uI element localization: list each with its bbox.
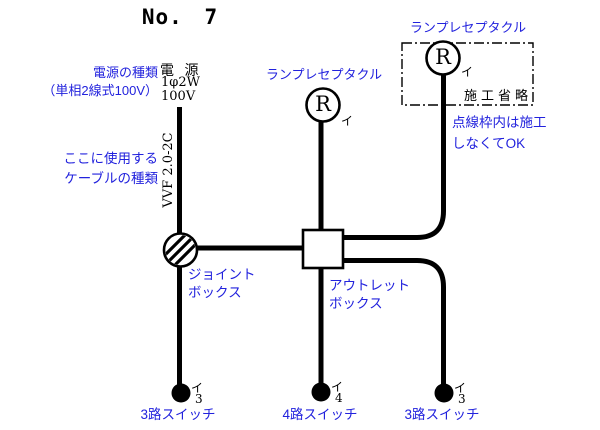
omission-text: 施工省略 <box>464 89 533 104</box>
lamp-center-label: ランプレセプタクル <box>265 67 383 82</box>
wire-outletbox-to-switch3 <box>343 258 446 386</box>
lamp-omitted-label: ランプレセプタクル <box>409 20 527 35</box>
switch1-dot <box>171 383 191 403</box>
outlet-box-label-line2: ボックス <box>329 296 383 311</box>
lamp-omitted-symbol <box>425 40 461 76</box>
cable-note-line2: ケーブルの種類 <box>64 170 158 186</box>
switch1-label: 3路スイッチ <box>140 407 216 422</box>
omission-dashed-frame <box>401 42 534 106</box>
omission-note-line2: しなくてOK <box>452 136 526 151</box>
cable-note: ここに使用する ケーブルの種類 <box>16 149 159 188</box>
switch2-dot <box>311 382 331 402</box>
switch3-phase: イ <box>454 381 467 395</box>
wire-outletbox-to-lamp-omitted <box>343 74 446 240</box>
page-title: No. 7 <box>141 5 219 29</box>
lamp-center-symbol <box>305 87 341 123</box>
outlet-box-symbol <box>301 228 345 270</box>
joint-box-label: ジョイント ボックス <box>188 266 256 302</box>
outlet-box-label: アウトレット ボックス <box>329 277 410 313</box>
power-source-note: 電源の種類 （単相2線式100V） <box>16 64 158 100</box>
switch2-phase: イ <box>331 380 344 394</box>
switch3-number: 3 <box>458 392 466 406</box>
outlet-box-label-line1: アウトレット <box>329 278 410 293</box>
switch3-dot <box>434 383 454 403</box>
switch1-phase: イ <box>191 381 204 395</box>
lamp-center-phase: イ <box>341 114 354 128</box>
power-source-spec2: 100V <box>161 89 196 104</box>
power-source-note-line1: 電源の種類 <box>92 65 158 80</box>
switch2-label: 4路スイッチ <box>282 407 358 422</box>
cable-type-label: VVF 2.0-2C <box>161 132 176 208</box>
switch1-number: 3 <box>195 392 203 406</box>
lamp-center-letter: R <box>315 92 331 116</box>
lamp-omitted-letter: R <box>435 45 451 69</box>
joint-box-label-line1: ジョイント <box>188 267 256 282</box>
lamp-omitted-phase: イ <box>461 65 474 79</box>
switch2-number: 4 <box>335 391 343 405</box>
omission-note: 点線枠内は施工 しなくてOK <box>452 112 547 154</box>
power-source-name: 電 源 <box>160 63 202 79</box>
cable-note-line1: ここに使用する <box>63 151 159 166</box>
power-source-note-line2: （単相2線式100V） <box>42 83 158 98</box>
switch3-label: 3路スイッチ <box>404 407 480 422</box>
joint-box-label-line2: ボックス <box>188 285 242 300</box>
omission-note-line1: 点線枠内は施工 <box>452 115 547 130</box>
power-source-spec1: 1φ2W <box>161 75 201 90</box>
